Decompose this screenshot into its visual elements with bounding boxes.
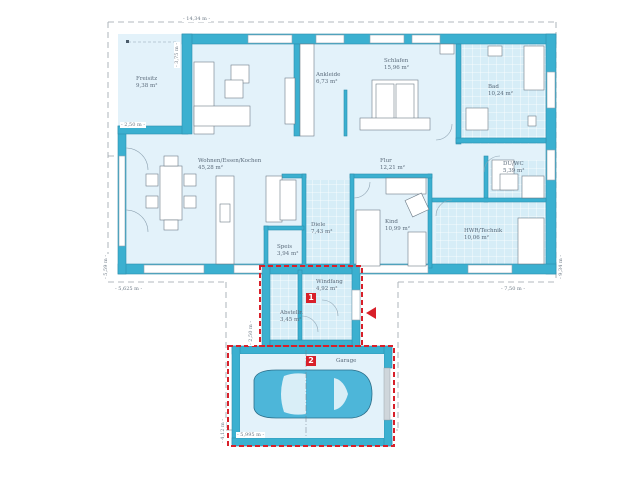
diele-tiles <box>306 180 350 266</box>
dimension-right-height: - 9,34 m - <box>558 253 564 280</box>
dimension-left-width: - 5,625 m - <box>114 286 144 292</box>
dimension-left-height: - 5,59 m - <box>103 253 109 280</box>
windfang-tiles <box>302 270 352 340</box>
freisitz-area <box>118 34 182 126</box>
car-icon <box>253 350 373 438</box>
entrance-arrow-icon <box>366 307 376 319</box>
walls <box>117 33 557 447</box>
room-abstellraum: Abstellr.3,45 m² <box>280 310 304 323</box>
dimension-overall-width: - 14,34 m - <box>182 16 212 22</box>
marker-2-badge: 2 <box>306 356 316 366</box>
room-garage: Garage <box>336 358 357 364</box>
garage-door <box>383 367 391 421</box>
dimension-garage-depth: - 4,12 m - <box>220 417 226 444</box>
abstell-tiles <box>270 270 300 340</box>
furniture <box>145 43 545 267</box>
marker-1-badge: 1 <box>306 293 316 303</box>
dimension-freisitz-depth: - 3,75 m - <box>174 41 180 68</box>
dimension-right-width: - 7,50 m - <box>500 286 527 292</box>
dimension-freisitz-width: - 2,50 m - <box>120 122 147 128</box>
door-swings <box>125 123 501 333</box>
windows <box>118 34 556 321</box>
dimension-entry-depth: - 2,50 m - <box>248 319 254 346</box>
dimension-garage-width: - 5,995 m - <box>236 432 266 438</box>
option-outlines <box>227 265 395 447</box>
